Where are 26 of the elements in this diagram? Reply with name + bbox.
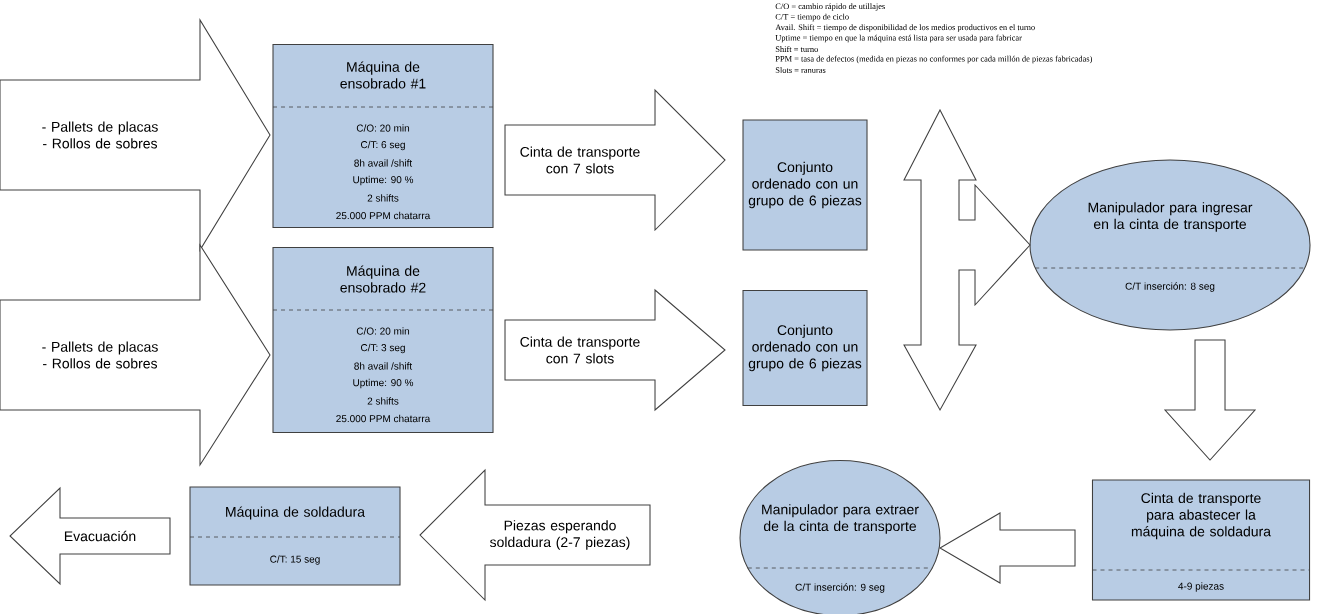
edge-label: - Pallets de placas - Rollos de sobres bbox=[42, 121, 158, 149]
process-box: Máquina de ensobrado #1 C/O: 20 min C/T: 6 seg 8h avail /shift Uptime: 90 % 2 shifts 25.000 PPM chatarra bbox=[272, 44, 494, 228]
note-text: Shift = turno bbox=[775, 46, 818, 52]
note-text: C/O = cambio rápido de utillajes bbox=[775, 3, 885, 11]
block-arrow bbox=[1163, 339, 1257, 461]
process-box: Conjunto ordenado con un grupo de 6 piezas bbox=[742, 290, 868, 406]
edge-label: Cinta de transporte con 7 slots bbox=[520, 146, 640, 174]
block-arrow bbox=[419, 468, 651, 602]
process-box: Máquina de soldadura C/T: 15 seg bbox=[189, 486, 401, 586]
edge-label: - Pallets de placas - Rollos de sobres bbox=[42, 341, 158, 369]
edge-label: Cinta de transporte con 7 slots bbox=[520, 336, 640, 364]
process-box: Conjunto ordenado con un grupo de 6 piezas bbox=[742, 119, 868, 251]
note-text: PPM = tasa de defectos (medida en piezas no conformes por cada millón de piezas fabricadas) bbox=[775, 55, 1092, 64]
process-box: Máquina de ensobrado #2 C/O: 20 min C/T: 3 seg 8h avail /shift Uptime: 90 % 2 shifts 25.000 PPM chatarra bbox=[272, 246, 494, 434]
block-arrow bbox=[9, 486, 171, 586]
note-text: Avail. Shift = tiempo de disponibilidad de los medios productivos en el turno bbox=[775, 24, 1035, 32]
edge-label: Evacuación bbox=[64, 530, 136, 542]
block-arrow bbox=[0, 243, 271, 467]
note-text: Slots = ranuras bbox=[775, 67, 826, 73]
note-text: Uptime = tiempo en que la máquina está lista para ser usada para fabricar bbox=[775, 34, 1022, 43]
block-arrow bbox=[504, 288, 726, 412]
process-box: Cinta de transporte para abastecer la máquina de soldadura 4-9 piezas bbox=[1091, 479, 1311, 601]
block-arrow bbox=[938, 512, 1076, 584]
edge-label: Piezas esperando soldadura (2-7 piezas) bbox=[490, 520, 630, 550]
note-text: C/T = tiempo de ciclo bbox=[775, 13, 849, 22]
block-arrow bbox=[504, 88, 726, 232]
